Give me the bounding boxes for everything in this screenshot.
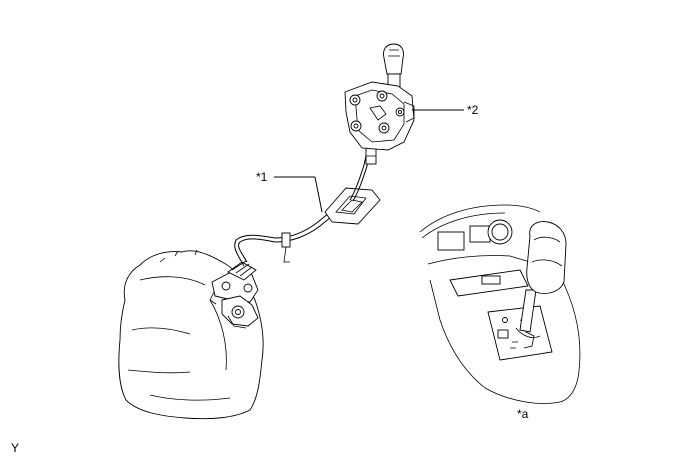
callout-label-inset-view: *a [517, 407, 529, 421]
callout-label-cable: *1 [256, 170, 268, 184]
console-inset-view [419, 204, 581, 404]
callout-label-shift-lever: *2 [467, 103, 479, 117]
leader-line-cable-drop [314, 176, 323, 213]
cable-end-sleeve [227, 260, 257, 281]
corner-mark: Y [11, 441, 19, 455]
cable-grommet-plate [324, 187, 381, 225]
shift-lever-assembly [344, 43, 415, 151]
